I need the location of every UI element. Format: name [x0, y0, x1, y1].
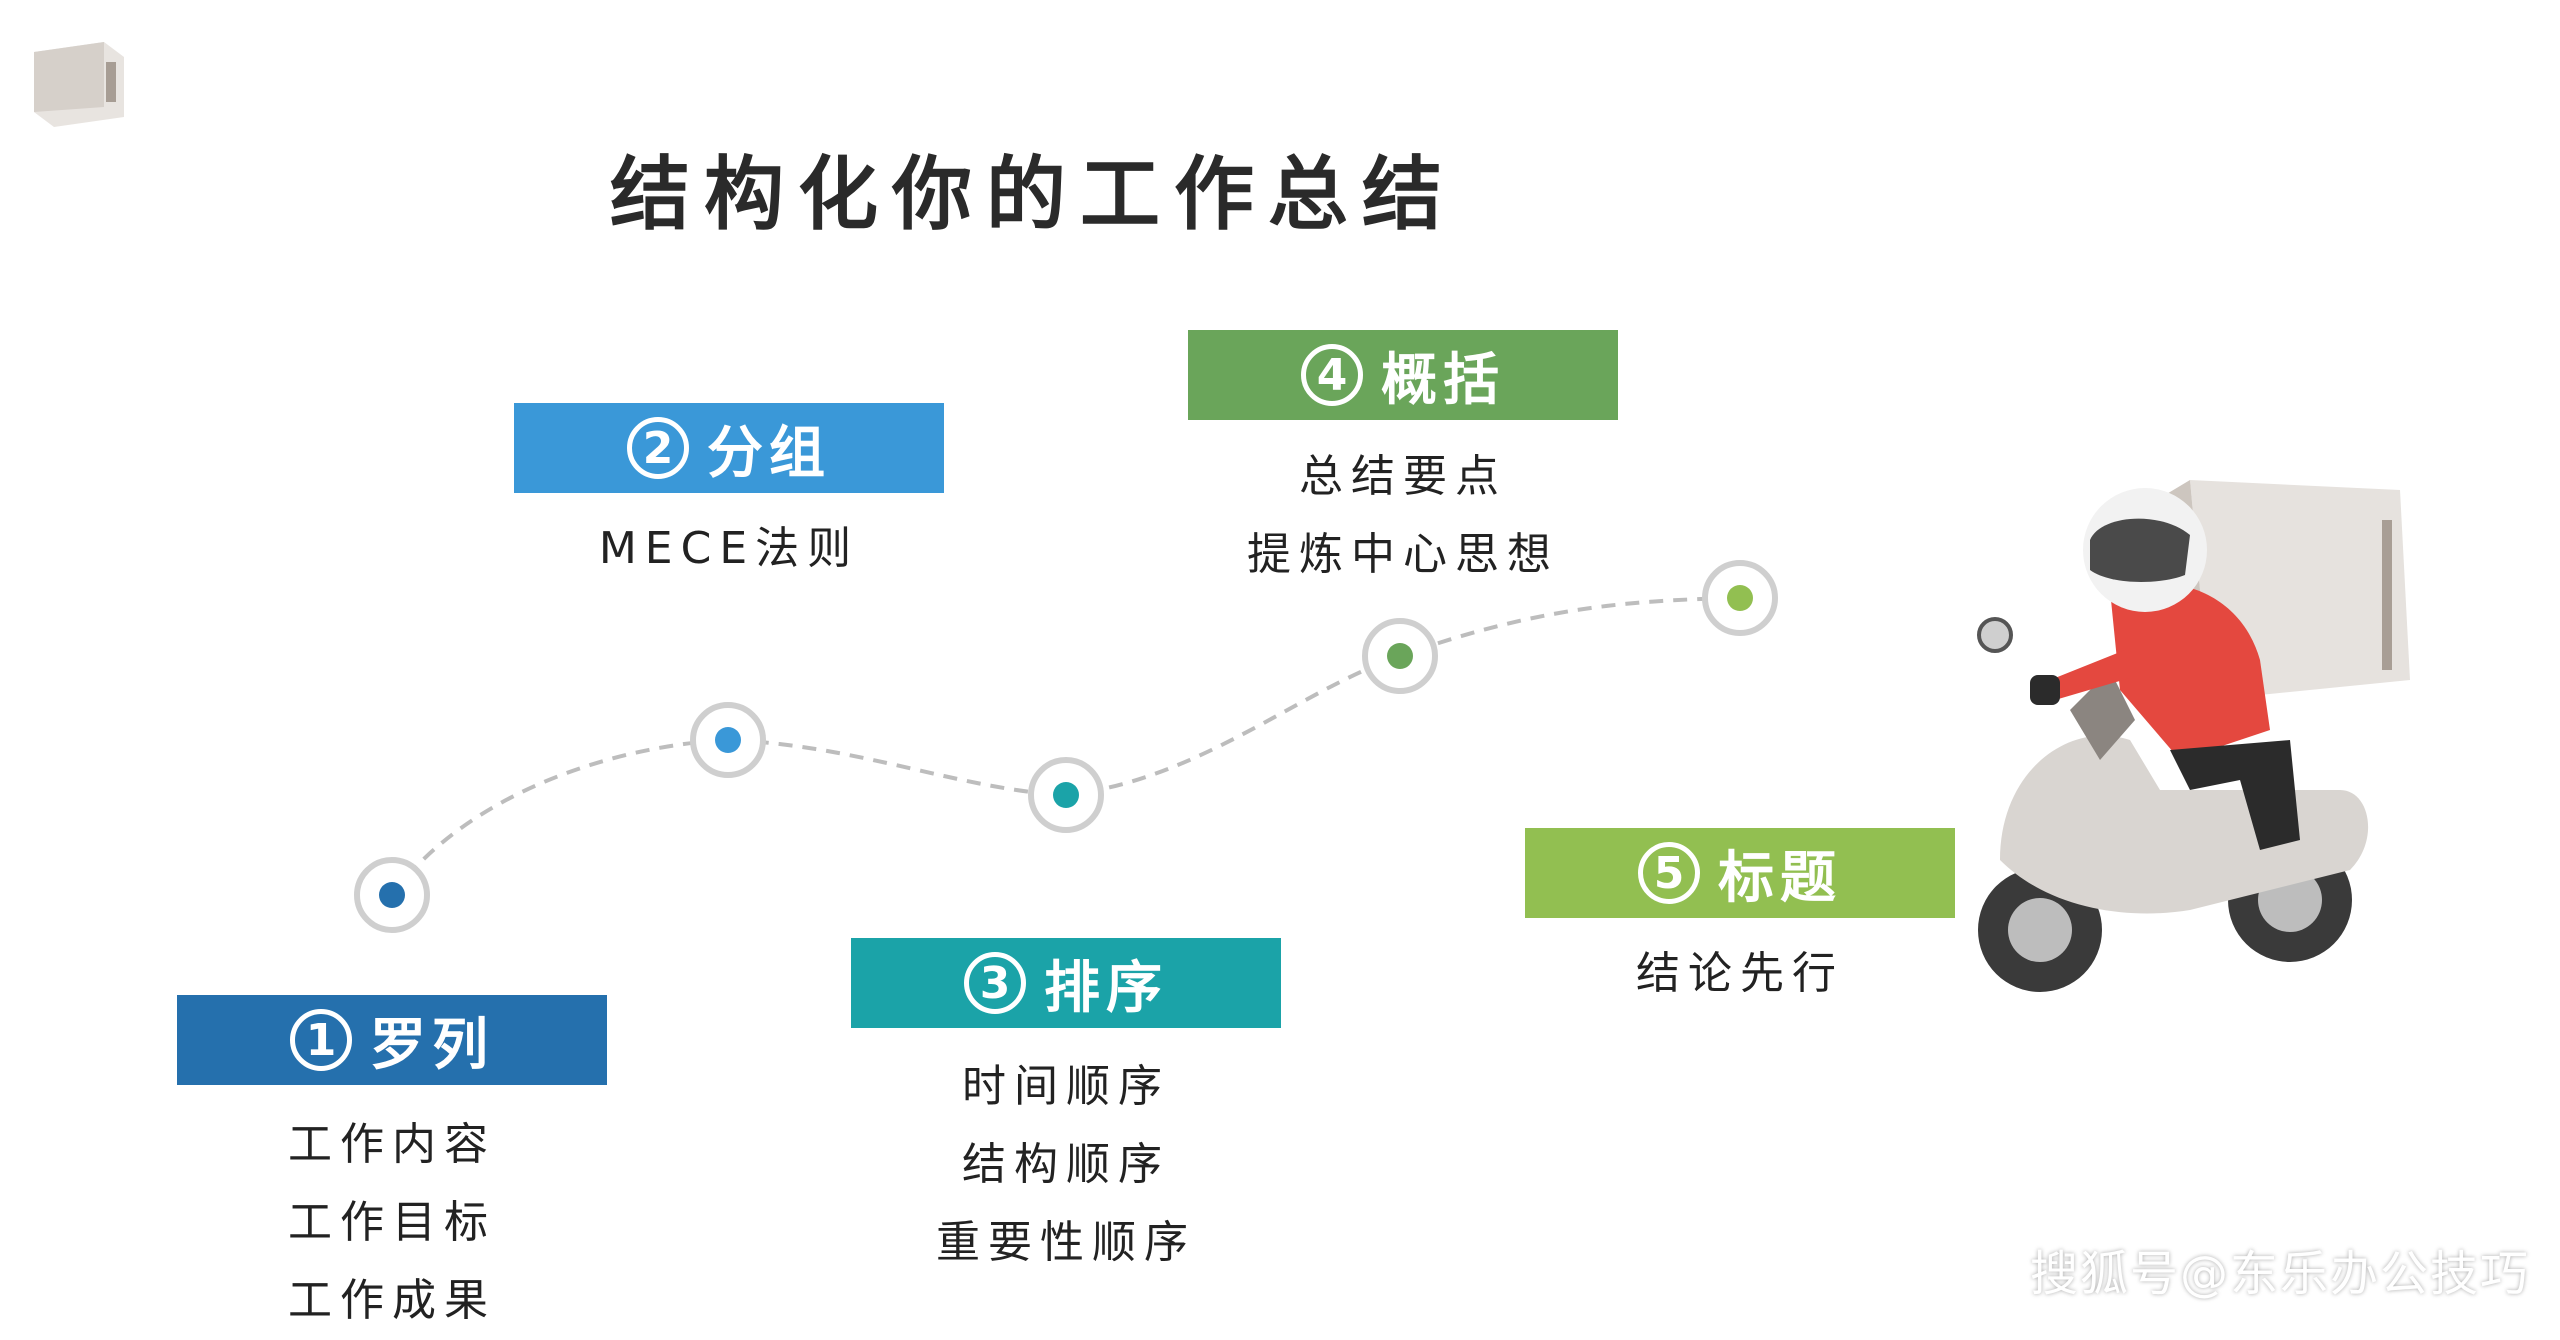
step-2-label: 分组: [707, 420, 831, 486]
step-4-label: 概括: [1381, 347, 1505, 413]
timeline-node-5: [1702, 560, 1778, 636]
step-3-number: 3: [964, 952, 1026, 1014]
step-4-item: 提炼中心思想: [1247, 529, 1559, 580]
step-3-item: 时间顺序: [962, 1061, 1170, 1112]
step-3-item: 结构顺序: [962, 1139, 1170, 1190]
step-1-items: 工作内容 工作目标 工作成果: [142, 1106, 642, 1340]
timeline-node-4: [1362, 618, 1438, 694]
step-4-items: 总结要点 提炼中心思想: [1153, 438, 1653, 594]
delivery-scooter-rider-icon: [1977, 480, 2410, 992]
step-5-number: 5: [1638, 842, 1700, 904]
step-3-label: 排序: [1044, 955, 1168, 1021]
step-2-header: 2 分组: [514, 403, 944, 493]
step-4-header: 4 概括: [1188, 330, 1618, 420]
timeline-node-1: [354, 857, 430, 933]
page-title: 结构化你的工作总结: [610, 148, 1456, 241]
step-4-item: 总结要点: [1299, 451, 1507, 502]
step-3-item: 重要性顺序: [936, 1217, 1196, 1268]
watermark: 搜狐号@东乐办公技巧: [2029, 1246, 2530, 1302]
step-5-items: 结论先行: [1490, 935, 1990, 1013]
step-4-number: 4: [1301, 344, 1363, 406]
step-3-header: 3 排序: [851, 938, 1281, 1028]
step-5-label: 标题: [1718, 845, 1842, 911]
step-1-item: 工作成果: [288, 1275, 496, 1326]
step-3-items: 时间顺序 结构顺序 重要性顺序: [816, 1048, 1316, 1282]
step-5-header: 5 标题: [1525, 828, 1955, 918]
parcel-box-icon: [34, 42, 124, 127]
step-2-item: MECE法则: [598, 523, 860, 574]
timeline-node-2: [690, 702, 766, 778]
step-2-items: MECE法则: [479, 510, 979, 588]
step-2-number: 2: [627, 417, 689, 479]
step-1-header: 1 罗列: [177, 995, 607, 1085]
step-5-item: 结论先行: [1636, 948, 1844, 999]
timeline-node-3: [1028, 757, 1104, 833]
step-1-label: 罗列: [370, 1012, 494, 1078]
step-1-item: 工作内容: [288, 1119, 496, 1170]
step-1-number: 1: [290, 1009, 352, 1071]
step-1-item: 工作目标: [288, 1197, 496, 1248]
